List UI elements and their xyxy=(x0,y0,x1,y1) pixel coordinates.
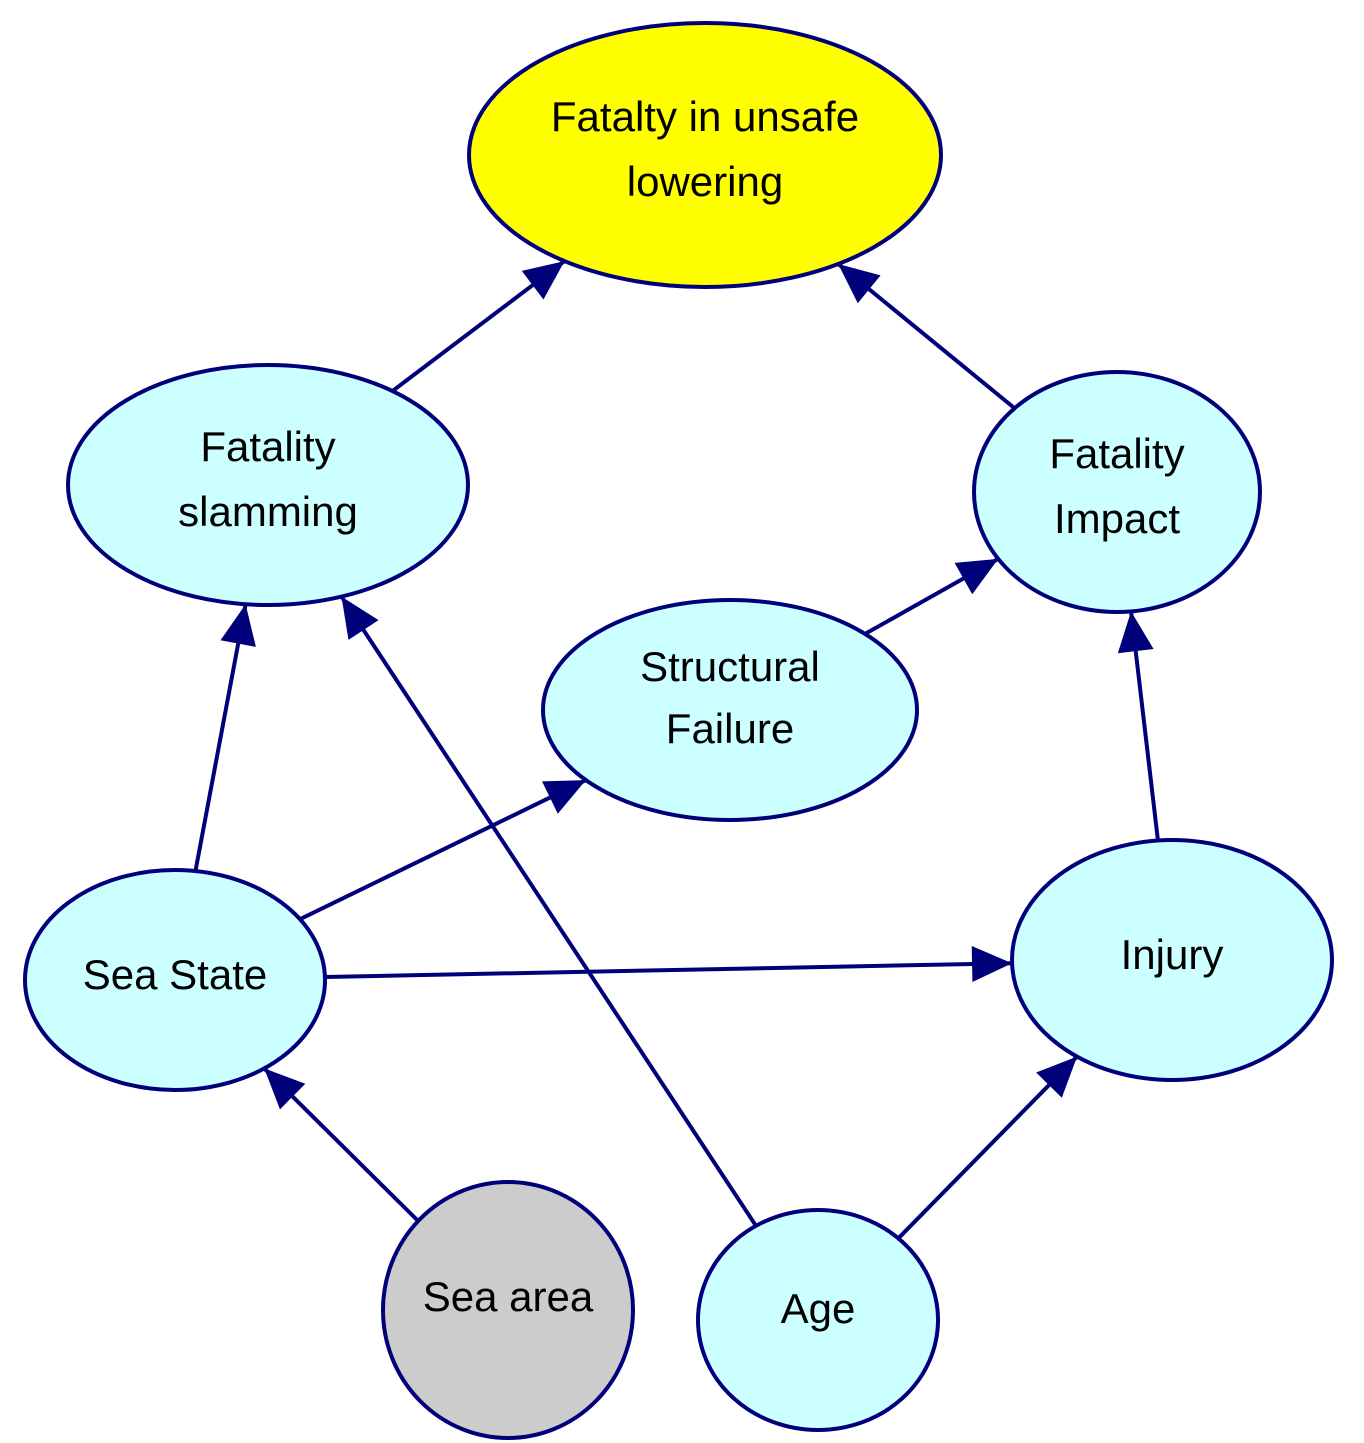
edge-fatality-slamming-to-fatality-unsafe-lowering xyxy=(391,259,566,393)
node-fatality-slamming-label-line-2: slamming xyxy=(178,488,358,535)
node-structural-failure-label-line-1: Structural xyxy=(640,643,820,690)
node-fatality-impact-label-line-1: Fatality xyxy=(1049,430,1184,477)
node-sea-area-label-line-1: Sea area xyxy=(423,1273,594,1320)
node-structural-failure-ellipse xyxy=(541,598,919,822)
node-injury-ellipse xyxy=(1010,838,1334,1082)
edge-sea-state-to-structural-failure xyxy=(299,778,587,921)
node-injury-label-line-1: Injury xyxy=(1121,931,1224,978)
node-fatality-unsafe-lowering-label-line-1: Fatalty in unsafe xyxy=(551,93,859,140)
node-fatality-impact-ellipse xyxy=(972,370,1262,614)
node-age[interactable]: Age xyxy=(696,1208,940,1432)
node-fatality-slamming[interactable]: Fatality slamming xyxy=(66,363,470,607)
node-fatality-impact-label-line-2: Impact xyxy=(1054,495,1180,542)
edge-sea-area-to-sea-state xyxy=(262,1067,420,1223)
edge-sea-state-to-fatality-slamming xyxy=(193,603,256,872)
edge-injury-to-fatality-impact xyxy=(1117,611,1160,841)
edge-age-to-injury xyxy=(896,1055,1079,1240)
node-fatality-slamming-label-line-1: Fatality xyxy=(200,423,335,470)
edge-structural-failure-to-fatality-impact xyxy=(864,557,1000,636)
edge-age-to-fatality-slamming xyxy=(339,595,758,1227)
node-sea-state-label-line-1: Sea State xyxy=(83,951,267,998)
node-structural-failure-label-line-2: Failure xyxy=(666,705,794,752)
node-age-ellipse xyxy=(696,1208,940,1432)
node-sea-state[interactable]: Sea State xyxy=(23,868,327,1092)
node-age-label-line-1: Age xyxy=(781,1285,856,1332)
node-fatality-unsafe-lowering-label-line-2: lowering xyxy=(627,158,783,205)
node-sea-state-ellipse xyxy=(23,868,327,1092)
edge-sea-state-to-injury xyxy=(324,946,1013,983)
node-injury[interactable]: Injury xyxy=(1010,838,1334,1082)
edge-fatality-impact-to-fatality-unsafe-lowering xyxy=(836,262,1016,410)
edges-layer xyxy=(193,259,1160,1240)
node-fatality-unsafe-lowering-ellipse xyxy=(467,21,943,289)
node-sea-area[interactable]: Sea area xyxy=(381,1180,635,1440)
node-sea-area-ellipse xyxy=(381,1180,635,1440)
node-fatality-unsafe-lowering[interactable]: Fatalty in unsafe lowering xyxy=(467,21,943,289)
node-fatality-slamming-ellipse xyxy=(66,363,470,607)
